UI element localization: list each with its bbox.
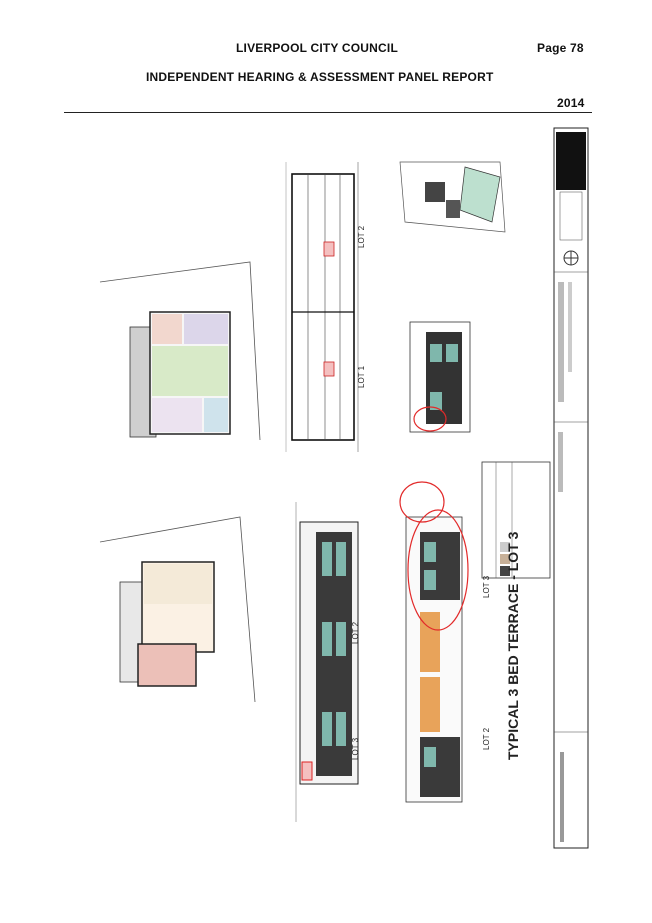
report-title: INDEPENDENT HEARING & ASSESSMENT PANEL R… bbox=[146, 70, 494, 84]
lot-3-rear-label: LOT 3 bbox=[482, 575, 491, 598]
street-elevation-lower bbox=[295, 502, 359, 822]
section-elevation-upper bbox=[285, 162, 359, 452]
first-floor-plan bbox=[99, 516, 256, 703]
title-block bbox=[553, 127, 589, 849]
architectural-drawing-sheet bbox=[99, 127, 589, 849]
ground-floor-plan bbox=[99, 261, 261, 441]
lot-2-elevation-label: LOT 2 bbox=[351, 621, 360, 644]
council-name: LIVERPOOL CITY COUNCIL bbox=[236, 41, 398, 55]
side-elevation bbox=[409, 321, 471, 433]
finishes-schedule bbox=[481, 461, 551, 579]
page-number: Page 78 bbox=[537, 41, 584, 55]
header-rule bbox=[64, 112, 592, 113]
drawing-title: TYPICAL 3 BED TERRACE - LOT 3 bbox=[505, 531, 521, 760]
lot-3-elevation-label: LOT 3 bbox=[351, 737, 360, 760]
location-plan bbox=[399, 161, 506, 233]
report-year: 2014 bbox=[557, 96, 585, 110]
lot-1-label: LOT 1 bbox=[357, 365, 366, 388]
lot-2-label: LOT 2 bbox=[357, 225, 366, 248]
rear-terrace-elevation bbox=[399, 481, 469, 803]
lot-2-rear-label: LOT 2 bbox=[482, 727, 491, 750]
